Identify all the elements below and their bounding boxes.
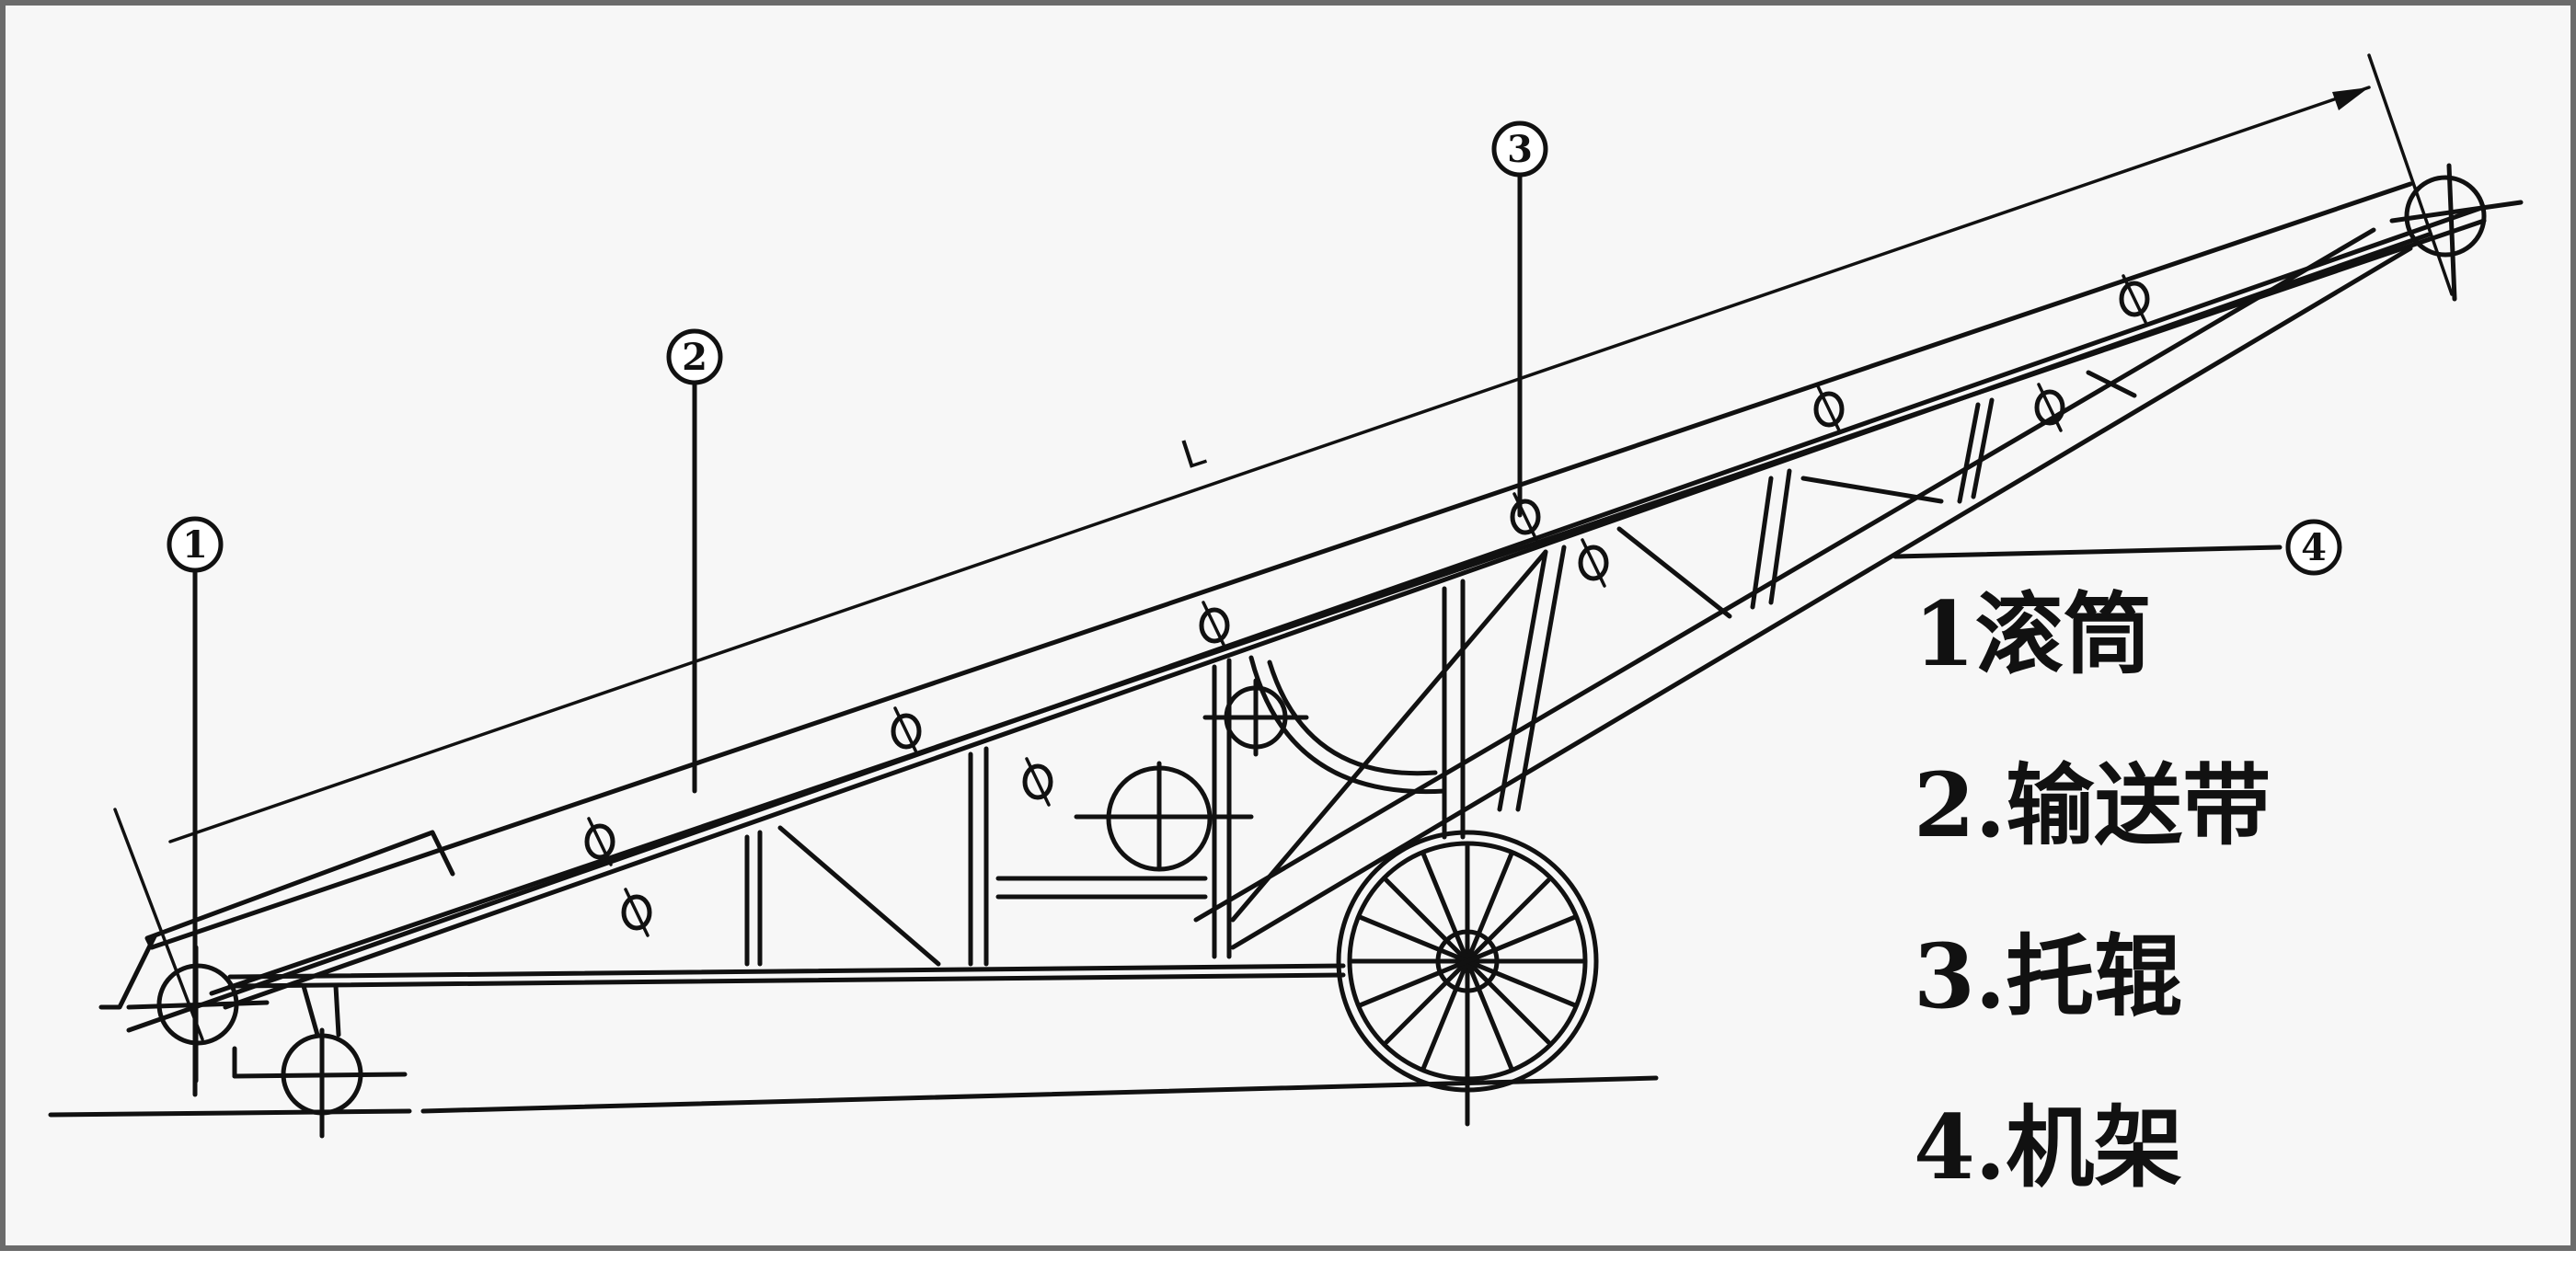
lower-rail-inner [1193, 227, 2376, 923]
idler-roller [621, 888, 652, 937]
idler-roller [584, 817, 615, 866]
frame-bottom-chord-2 [227, 972, 1346, 989]
callout-4-leader [1892, 545, 2283, 559]
legend-item-drum: 1滚筒 [1914, 582, 2152, 686]
legend-item-belt: 2.输送带 [1914, 753, 2271, 857]
svg-text:1: 1 [182, 523, 208, 567]
idler-roller [1578, 538, 1609, 588]
idler-roller [1022, 757, 1053, 807]
idler-roller [1813, 384, 1845, 434]
large-wheel [1336, 830, 1599, 1127]
dimension-arrow [2332, 87, 2369, 110]
legend: 1滚筒 2.输送带 3.托辊 4.机架 [1914, 589, 2429, 1273]
callout-4: 4 [2285, 519, 2342, 576]
small-wheel [232, 983, 408, 1139]
dimension-line [168, 86, 2371, 843]
dimension-extension-left [113, 808, 204, 1041]
frame-bottom-chord [227, 963, 1346, 980]
ground-line-right [420, 1075, 1659, 1114]
lower-rail [1230, 246, 2413, 950]
legend-item-idler: 3.托辊 [1914, 924, 2183, 1028]
idler-rollers [584, 274, 2150, 937]
svg-text:4: 4 [2301, 526, 2327, 569]
idler-roller [1199, 601, 1230, 650]
belt-bottom-edge [126, 204, 2487, 1033]
callout-1: 1 [167, 516, 224, 573]
idler-roller [2034, 383, 2065, 432]
frame-inner-chord [223, 232, 2432, 1010]
tail-drum [126, 945, 270, 1084]
tail-guard [98, 934, 157, 1010]
ground-line-left [48, 1108, 412, 1118]
dimension-extension-right [2367, 53, 2454, 296]
drive-pulley [1074, 761, 1254, 872]
svg-text:2: 2 [682, 336, 707, 379]
dimension-label: L [1176, 428, 1211, 477]
belt-top-edge [149, 181, 2413, 950]
snub-pulley [1202, 678, 1309, 757]
legend-item-frame: 4.机架 [1914, 1095, 2183, 1199]
idler-roller [2119, 274, 2150, 324]
head-drum [2389, 163, 2524, 302]
idler-roller [1510, 492, 1541, 542]
callout-2: 2 [666, 328, 723, 385]
idler-roller [891, 706, 922, 756]
callout-3: 3 [1491, 120, 1548, 178]
svg-text:3: 3 [1507, 128, 1533, 171]
